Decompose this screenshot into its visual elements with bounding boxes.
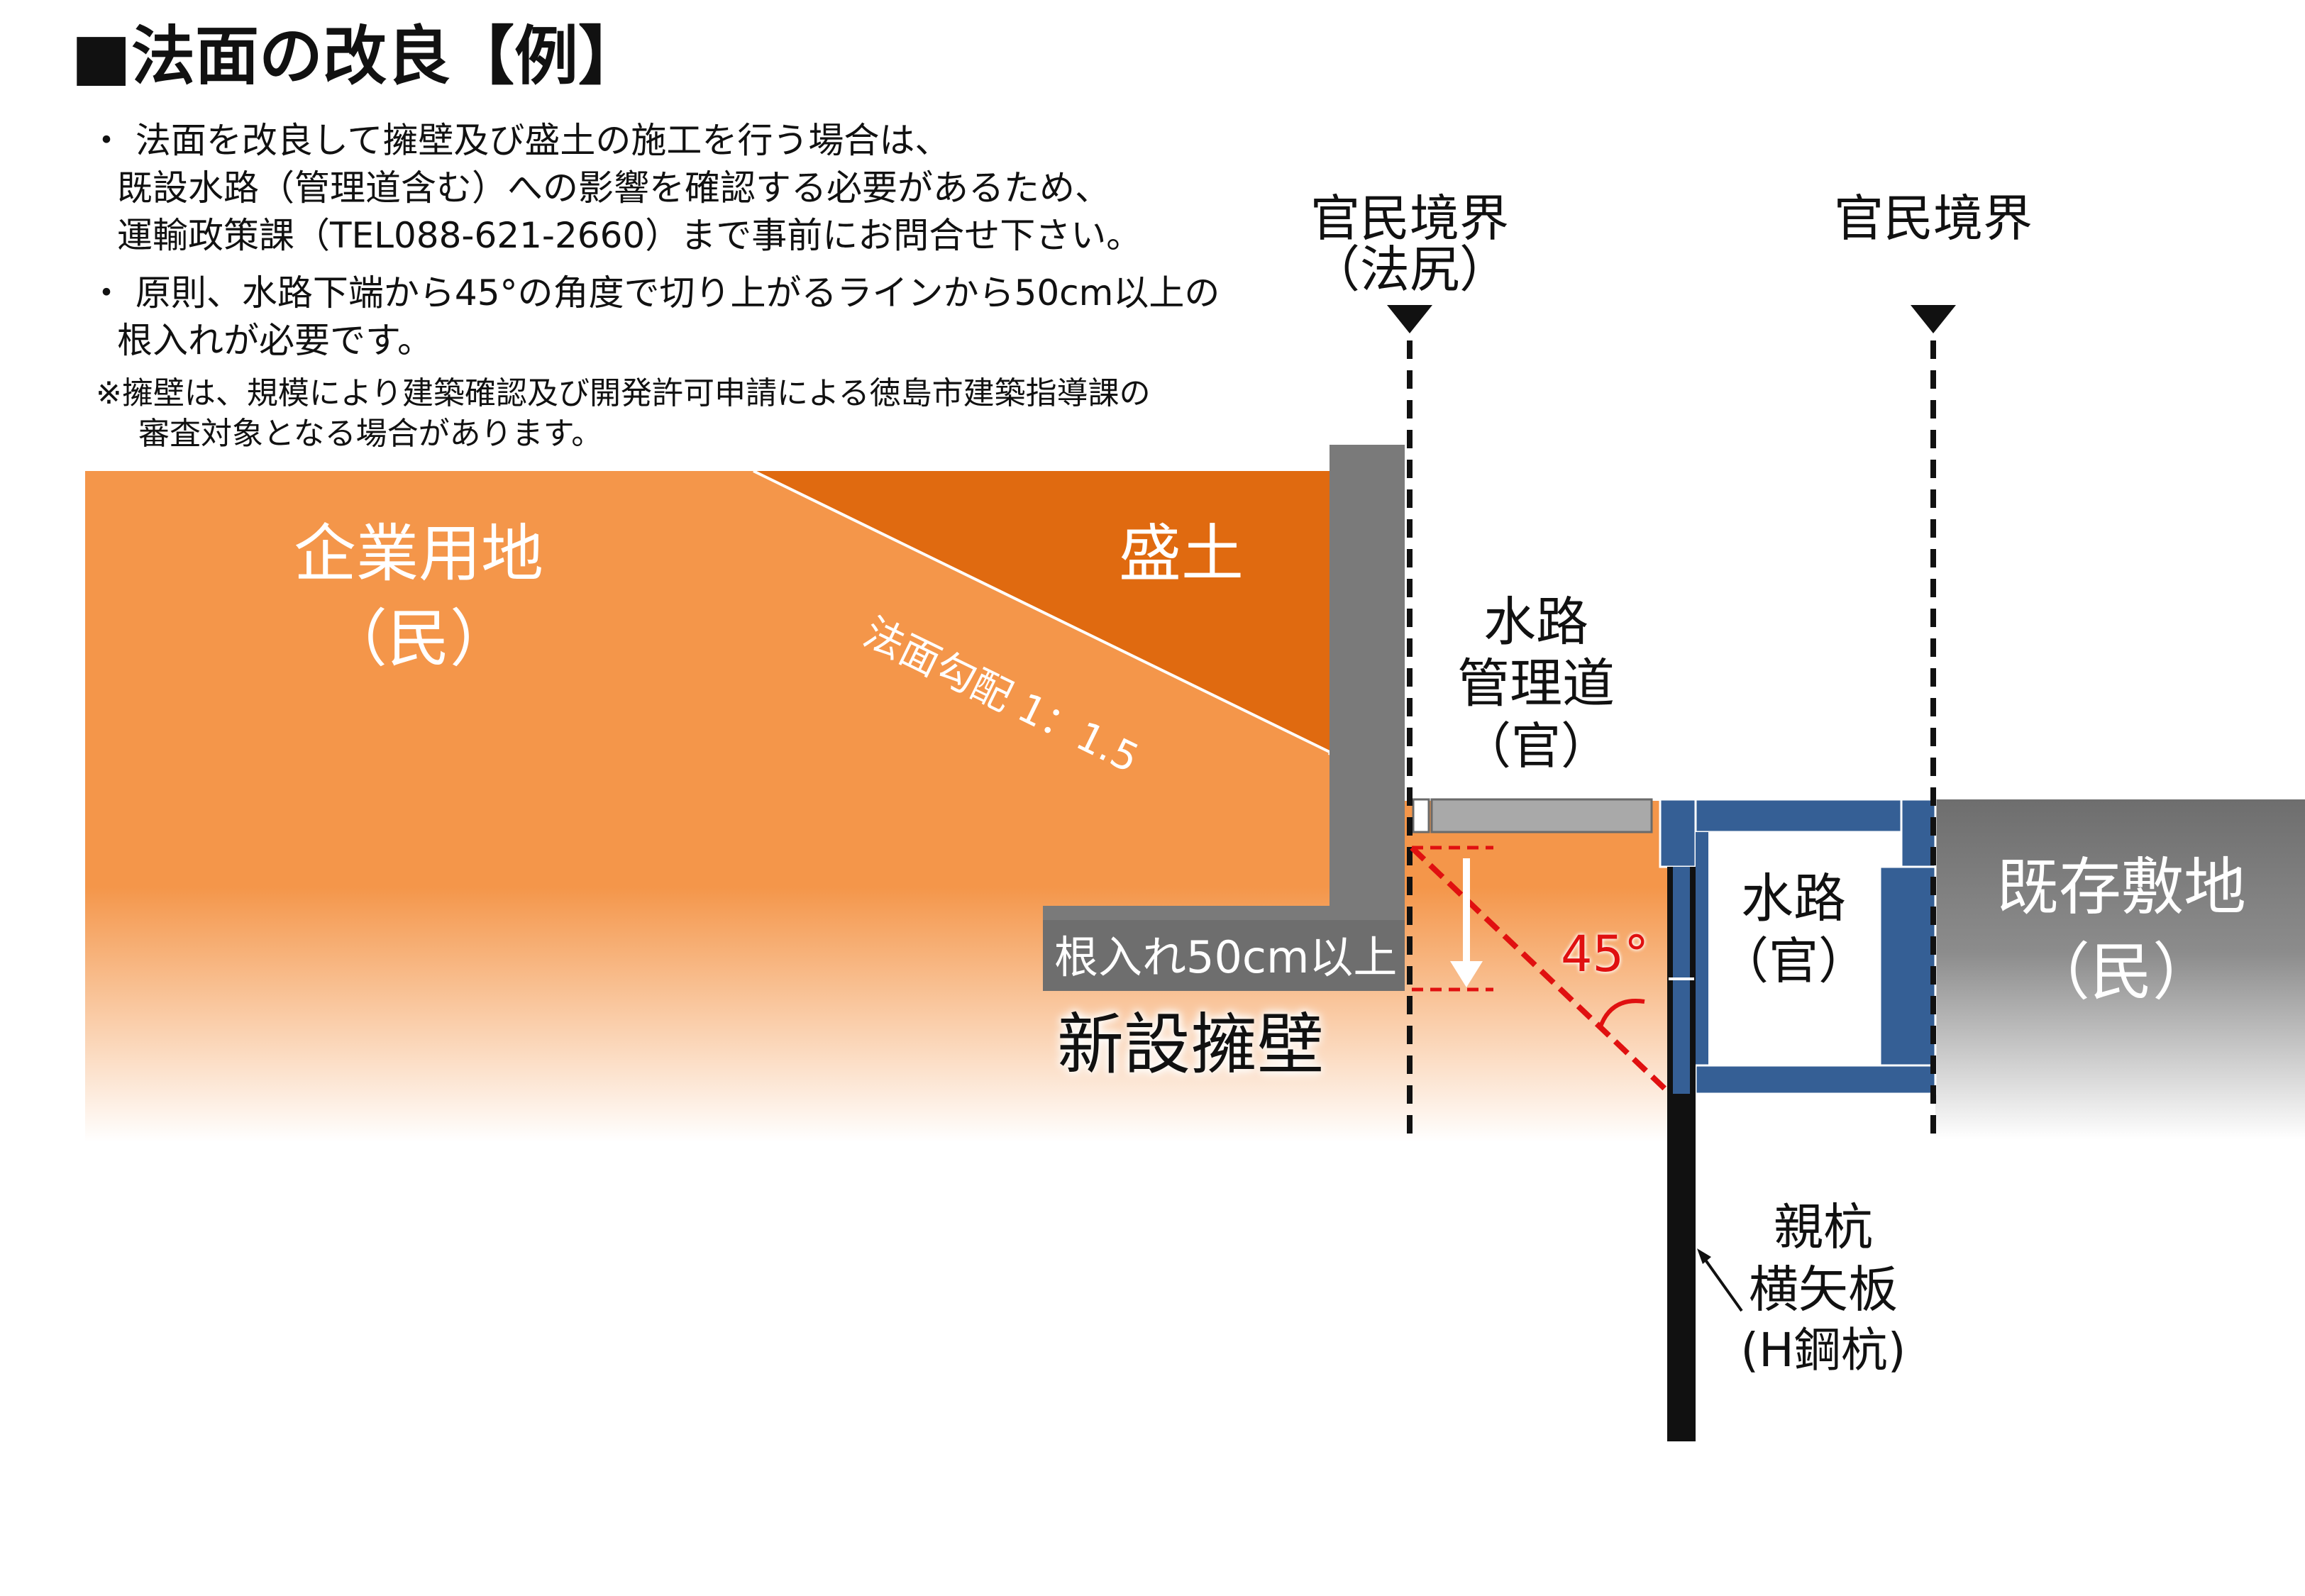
retaining-wall-stem	[1330, 445, 1405, 906]
channel-left-wall	[1696, 832, 1708, 1092]
note3-line2: 審査対象となる場合があります。	[138, 416, 603, 452]
channel-top-right	[1900, 798, 1937, 868]
note1-line2: 既設水路（管理道含む）への影響を確認する必要があるため、	[117, 167, 1110, 209]
existing-site-sub: （民）	[2027, 936, 2216, 1009]
company-land-sub: （民）	[324, 602, 513, 675]
channel-top-left	[1659, 798, 1697, 868]
note1-line3: 運輸政策課（TEL088-621-2660）まで事前にお問合せ下さい。	[117, 215, 1142, 256]
channel-bottom	[1694, 1064, 1937, 1095]
pile-label-1: 親杭	[1774, 1198, 1873, 1256]
waterway-label-2: （官）	[1719, 932, 1868, 990]
road-label-3: （官）	[1461, 717, 1610, 775]
existing-site	[1935, 799, 2305, 1140]
channel-interior	[1708, 832, 1880, 1065]
new-wall-label: 新設擁壁	[1057, 1007, 1325, 1084]
boundary-label-left-1: 官民境界	[1310, 189, 1509, 248]
boundary-label-left-2: （法尻）	[1310, 240, 1509, 299]
pile-pointer-head	[1697, 1248, 1711, 1264]
embed-arrow-head	[1450, 961, 1483, 987]
note1-line1: ・ 法面を改良して擁壁及び盛土の施工を行う場合は、	[89, 120, 951, 161]
angle-line-45	[1410, 846, 1669, 1093]
slope-line	[753, 470, 1330, 753]
note3-line1: ※擁壁は、規模により建築確認及び開発許可申請による徳島市建築指導課の	[96, 375, 1151, 411]
angle-label: 45°	[1561, 925, 1649, 983]
channel-top-beam	[1694, 798, 1903, 833]
waterway-label-1: 水路	[1741, 868, 1846, 929]
company-land-label: 企業用地	[293, 517, 544, 590]
embed-label-bg	[1043, 920, 1405, 991]
road-label-1: 水路	[1483, 592, 1588, 653]
boundary-marker-right	[1911, 305, 1956, 333]
angle-arc	[1598, 999, 1645, 1030]
road-curb	[1412, 798, 1430, 833]
note2-line1: ・ 原則、水路下端から45°の角度で切り上がるラインから50cm以上の	[89, 272, 1220, 314]
management-road	[1430, 798, 1653, 833]
note2-line2: 根入れが必要です。	[117, 320, 433, 361]
pile-pointer	[1700, 1253, 1743, 1312]
embed-label: 根入れ50cm以上	[1054, 931, 1398, 983]
fill-label: 盛土	[1118, 517, 1244, 590]
page-title: ■法面の改良【例】	[71, 19, 643, 94]
pile-label-3: (H鋼杭)	[1740, 1323, 1906, 1378]
boundary-marker-left	[1387, 305, 1432, 333]
pile-label-2: 横矢板	[1749, 1260, 1898, 1319]
boundary-label-right: 官民境界	[1834, 189, 2033, 248]
existing-site-label: 既存敷地	[1996, 850, 2247, 924]
channel-right-wall	[1879, 865, 1937, 1093]
road-label-2: 管理道	[1457, 653, 1615, 714]
